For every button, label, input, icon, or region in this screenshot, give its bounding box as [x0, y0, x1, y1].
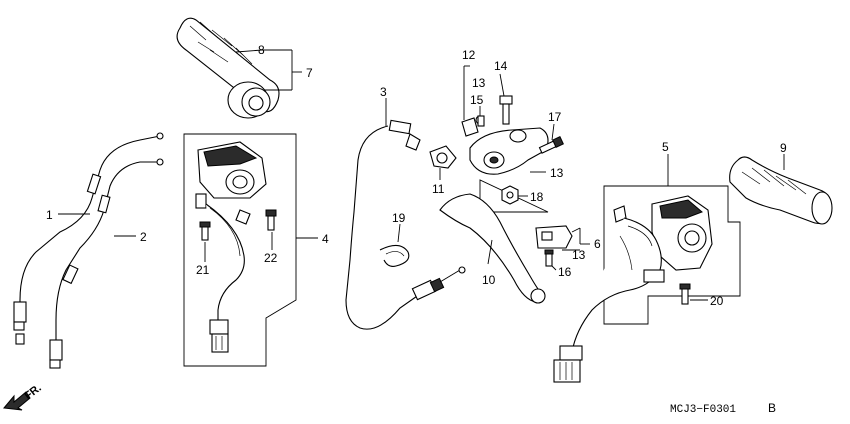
callout-10: 10: [482, 273, 496, 287]
leader-lines: [58, 49, 785, 301]
bolt-14: [499, 95, 513, 125]
diagram-code: MCJ3−F0301: [670, 404, 736, 416]
lever-10: [439, 193, 546, 304]
throttle-cable-2: [49, 158, 164, 369]
screw-21: [199, 221, 211, 241]
screw-20: [679, 283, 691, 305]
callout-2: 2: [140, 230, 147, 244]
clutch-cable: [345, 119, 466, 330]
callout-11: 11: [432, 182, 445, 196]
left-grip: [176, 17, 280, 119]
callout-14: 14: [494, 59, 508, 73]
screw-22: [265, 209, 277, 231]
screw-16: [544, 249, 554, 267]
callout-6: 6: [594, 237, 601, 251]
callout-13-low: 13: [572, 248, 586, 262]
callout-12: 12: [462, 48, 476, 62]
callout-19: 19: [392, 211, 406, 225]
callout-18: 18: [530, 190, 544, 204]
diagram-code-suffix: B: [768, 401, 776, 415]
screw-15: [477, 115, 485, 127]
callout-7: 7: [306, 66, 313, 80]
callout-9: 9: [780, 141, 787, 155]
callout-8: 8: [258, 43, 265, 57]
callout-4: 4: [322, 232, 329, 246]
front-direction-arrow: FR.: [3, 382, 44, 411]
callout-21: 21: [196, 263, 210, 277]
callout-16: 16: [558, 265, 572, 279]
callout-13-mid: 13: [550, 166, 564, 180]
callout-1: 1: [46, 208, 53, 222]
callout-20: 20: [710, 294, 724, 308]
callout-3: 3: [380, 85, 387, 99]
callout-22: 22: [264, 251, 278, 265]
screw-17: [538, 136, 564, 154]
left-switch-housing: [195, 141, 267, 353]
lever-bracket: [469, 127, 549, 175]
callout-13-top: 13: [472, 76, 486, 90]
nut-18: [501, 185, 519, 205]
callout-17: 17: [548, 110, 562, 124]
right-grip: [729, 156, 833, 225]
switch-6: [535, 225, 581, 249]
callout-5: 5: [662, 140, 669, 154]
cable-band-19: [379, 244, 410, 267]
callout-15: 15: [470, 93, 484, 107]
lever-holder-11: [429, 145, 457, 169]
right-switch-housing: [553, 195, 713, 383]
